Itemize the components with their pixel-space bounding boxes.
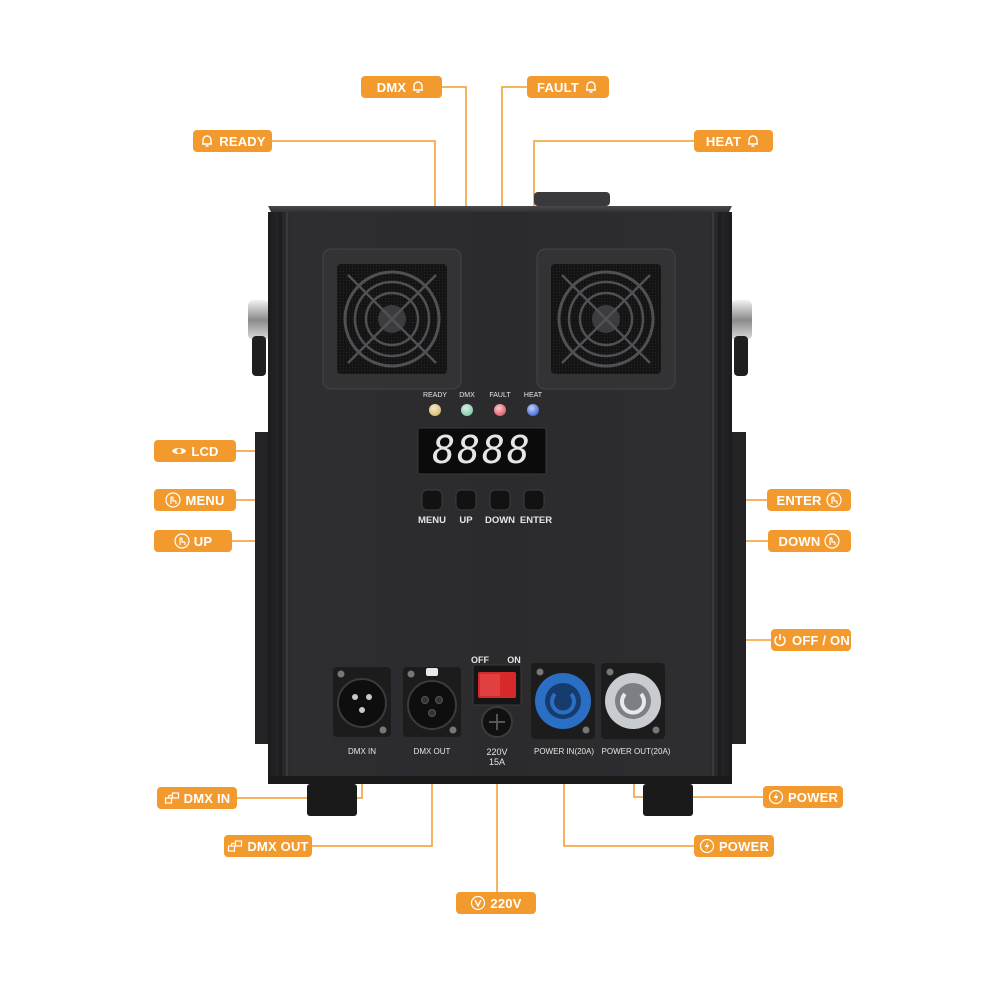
callout-label: READY [219, 133, 266, 149]
callout-lcd: LCD [154, 440, 236, 462]
bell-icon [413, 81, 424, 93]
callout-label: DMX OUT [247, 838, 309, 854]
port-label-power-in: POWER IN(20A) [533, 747, 595, 756]
callout-ready-led: READY [193, 130, 272, 152]
callout-label: MENU [185, 492, 225, 508]
voltage-text: 220V [486, 747, 508, 757]
lightning-circle-icon [768, 789, 784, 805]
button-label-menu[interactable]: MENU [418, 515, 446, 526]
callout-fault-led: FAULT [527, 76, 609, 98]
callout-off-on: OFF / ON [771, 629, 851, 651]
fan-right [536, 248, 676, 390]
callout-label: POWER [718, 838, 770, 854]
eye-icon [172, 448, 187, 454]
callout-label: DOWN [778, 533, 821, 549]
led-label-ready: READY [422, 392, 448, 399]
port-label-power-out: POWER OUT(20A) [601, 747, 671, 756]
callout-label: POWER [787, 789, 839, 805]
hand-press-icon [825, 492, 842, 508]
led-label-heat: HEAT [523, 392, 543, 399]
port-label-voltage: 220V 15A [486, 747, 507, 767]
switch-label-off: OFF [471, 655, 489, 665]
bell-icon [748, 135, 759, 147]
hand-press-icon [174, 533, 190, 549]
callout-power-in: POWER [694, 835, 774, 857]
callout-label: DMX [376, 79, 407, 95]
callout-label: DMX IN [183, 790, 231, 806]
hand-press-icon [165, 492, 182, 508]
current-text: 15A [488, 757, 505, 767]
connector-panel [333, 663, 665, 739]
callout-power-out: POWER [763, 786, 843, 808]
callout-label: 220V [490, 895, 522, 911]
callout-menu: MENU [154, 489, 236, 511]
lcd-digits: 8888 [432, 428, 532, 472]
switch-label-on: ON [507, 655, 521, 665]
callout-label: OFF / ON [792, 632, 850, 648]
callout-up: UP [154, 530, 232, 552]
lightning-circle-icon [699, 838, 715, 854]
led-label-fault: FAULT [489, 392, 511, 399]
network-icon [164, 792, 179, 804]
v-circle-icon [471, 895, 486, 911]
callout-dmx-led: DMX [361, 76, 442, 98]
button-label-up[interactable]: UP [459, 515, 473, 526]
callout-down: DOWN [768, 530, 851, 552]
port-label-dmx-out: DMX OUT [413, 747, 451, 756]
callout-label: HEAT [705, 133, 742, 149]
button-label-down[interactable]: DOWN [484, 515, 516, 526]
callout-heat-led: HEAT [694, 130, 773, 152]
control-buttons [421, 489, 545, 511]
network-icon [228, 840, 243, 852]
callout-voltage: 220V [456, 892, 536, 914]
callout-dmx-out: DMX OUT [224, 835, 312, 857]
lcd-panel [417, 427, 547, 475]
button-label-enter[interactable]: ENTER [519, 515, 553, 526]
led-label-dmx: DMX [459, 392, 475, 399]
callout-dmx-in: DMX IN [157, 787, 237, 809]
callout-enter: ENTER [767, 489, 851, 511]
port-label-dmx-in: DMX IN [348, 747, 376, 756]
status-leds [429, 404, 539, 416]
callout-label: UP [193, 533, 213, 549]
left-handle [248, 300, 270, 376]
right-handle [730, 300, 752, 376]
callout-label: ENTER [776, 492, 822, 508]
bell-icon [202, 135, 213, 147]
hand-press-icon [824, 533, 841, 549]
fan-left [322, 248, 462, 390]
power-icon [774, 634, 786, 647]
callout-label: FAULT [537, 79, 579, 95]
callout-label: LCD [191, 443, 219, 459]
bell-icon [585, 81, 596, 93]
